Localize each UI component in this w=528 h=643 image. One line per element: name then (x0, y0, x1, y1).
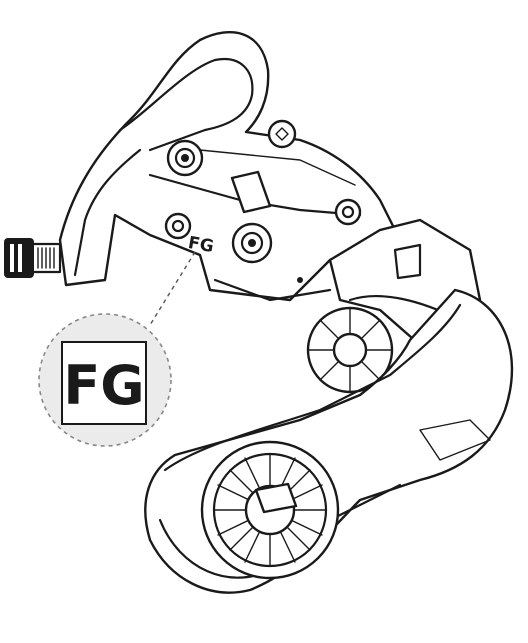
barrel-adjuster (4, 238, 62, 278)
fg-code-box (61, 341, 147, 425)
screw-upper (166, 139, 204, 177)
fg-large-label: FG (63, 354, 144, 417)
cable-clamp-bolt (231, 222, 273, 264)
upper-jockey-wheel (306, 306, 394, 394)
callout-magnifier: FG (38, 313, 172, 447)
fg-small-label: FG (187, 233, 216, 257)
screw-top (267, 119, 297, 149)
limit-screw-small (164, 212, 192, 240)
slot-window (230, 170, 272, 214)
fg-marking-small: FG (187, 233, 216, 257)
callout-leader-line (149, 251, 196, 326)
screw-right (334, 198, 362, 226)
lower-jockey-wheel (200, 440, 340, 580)
upper-body (58, 31, 397, 302)
